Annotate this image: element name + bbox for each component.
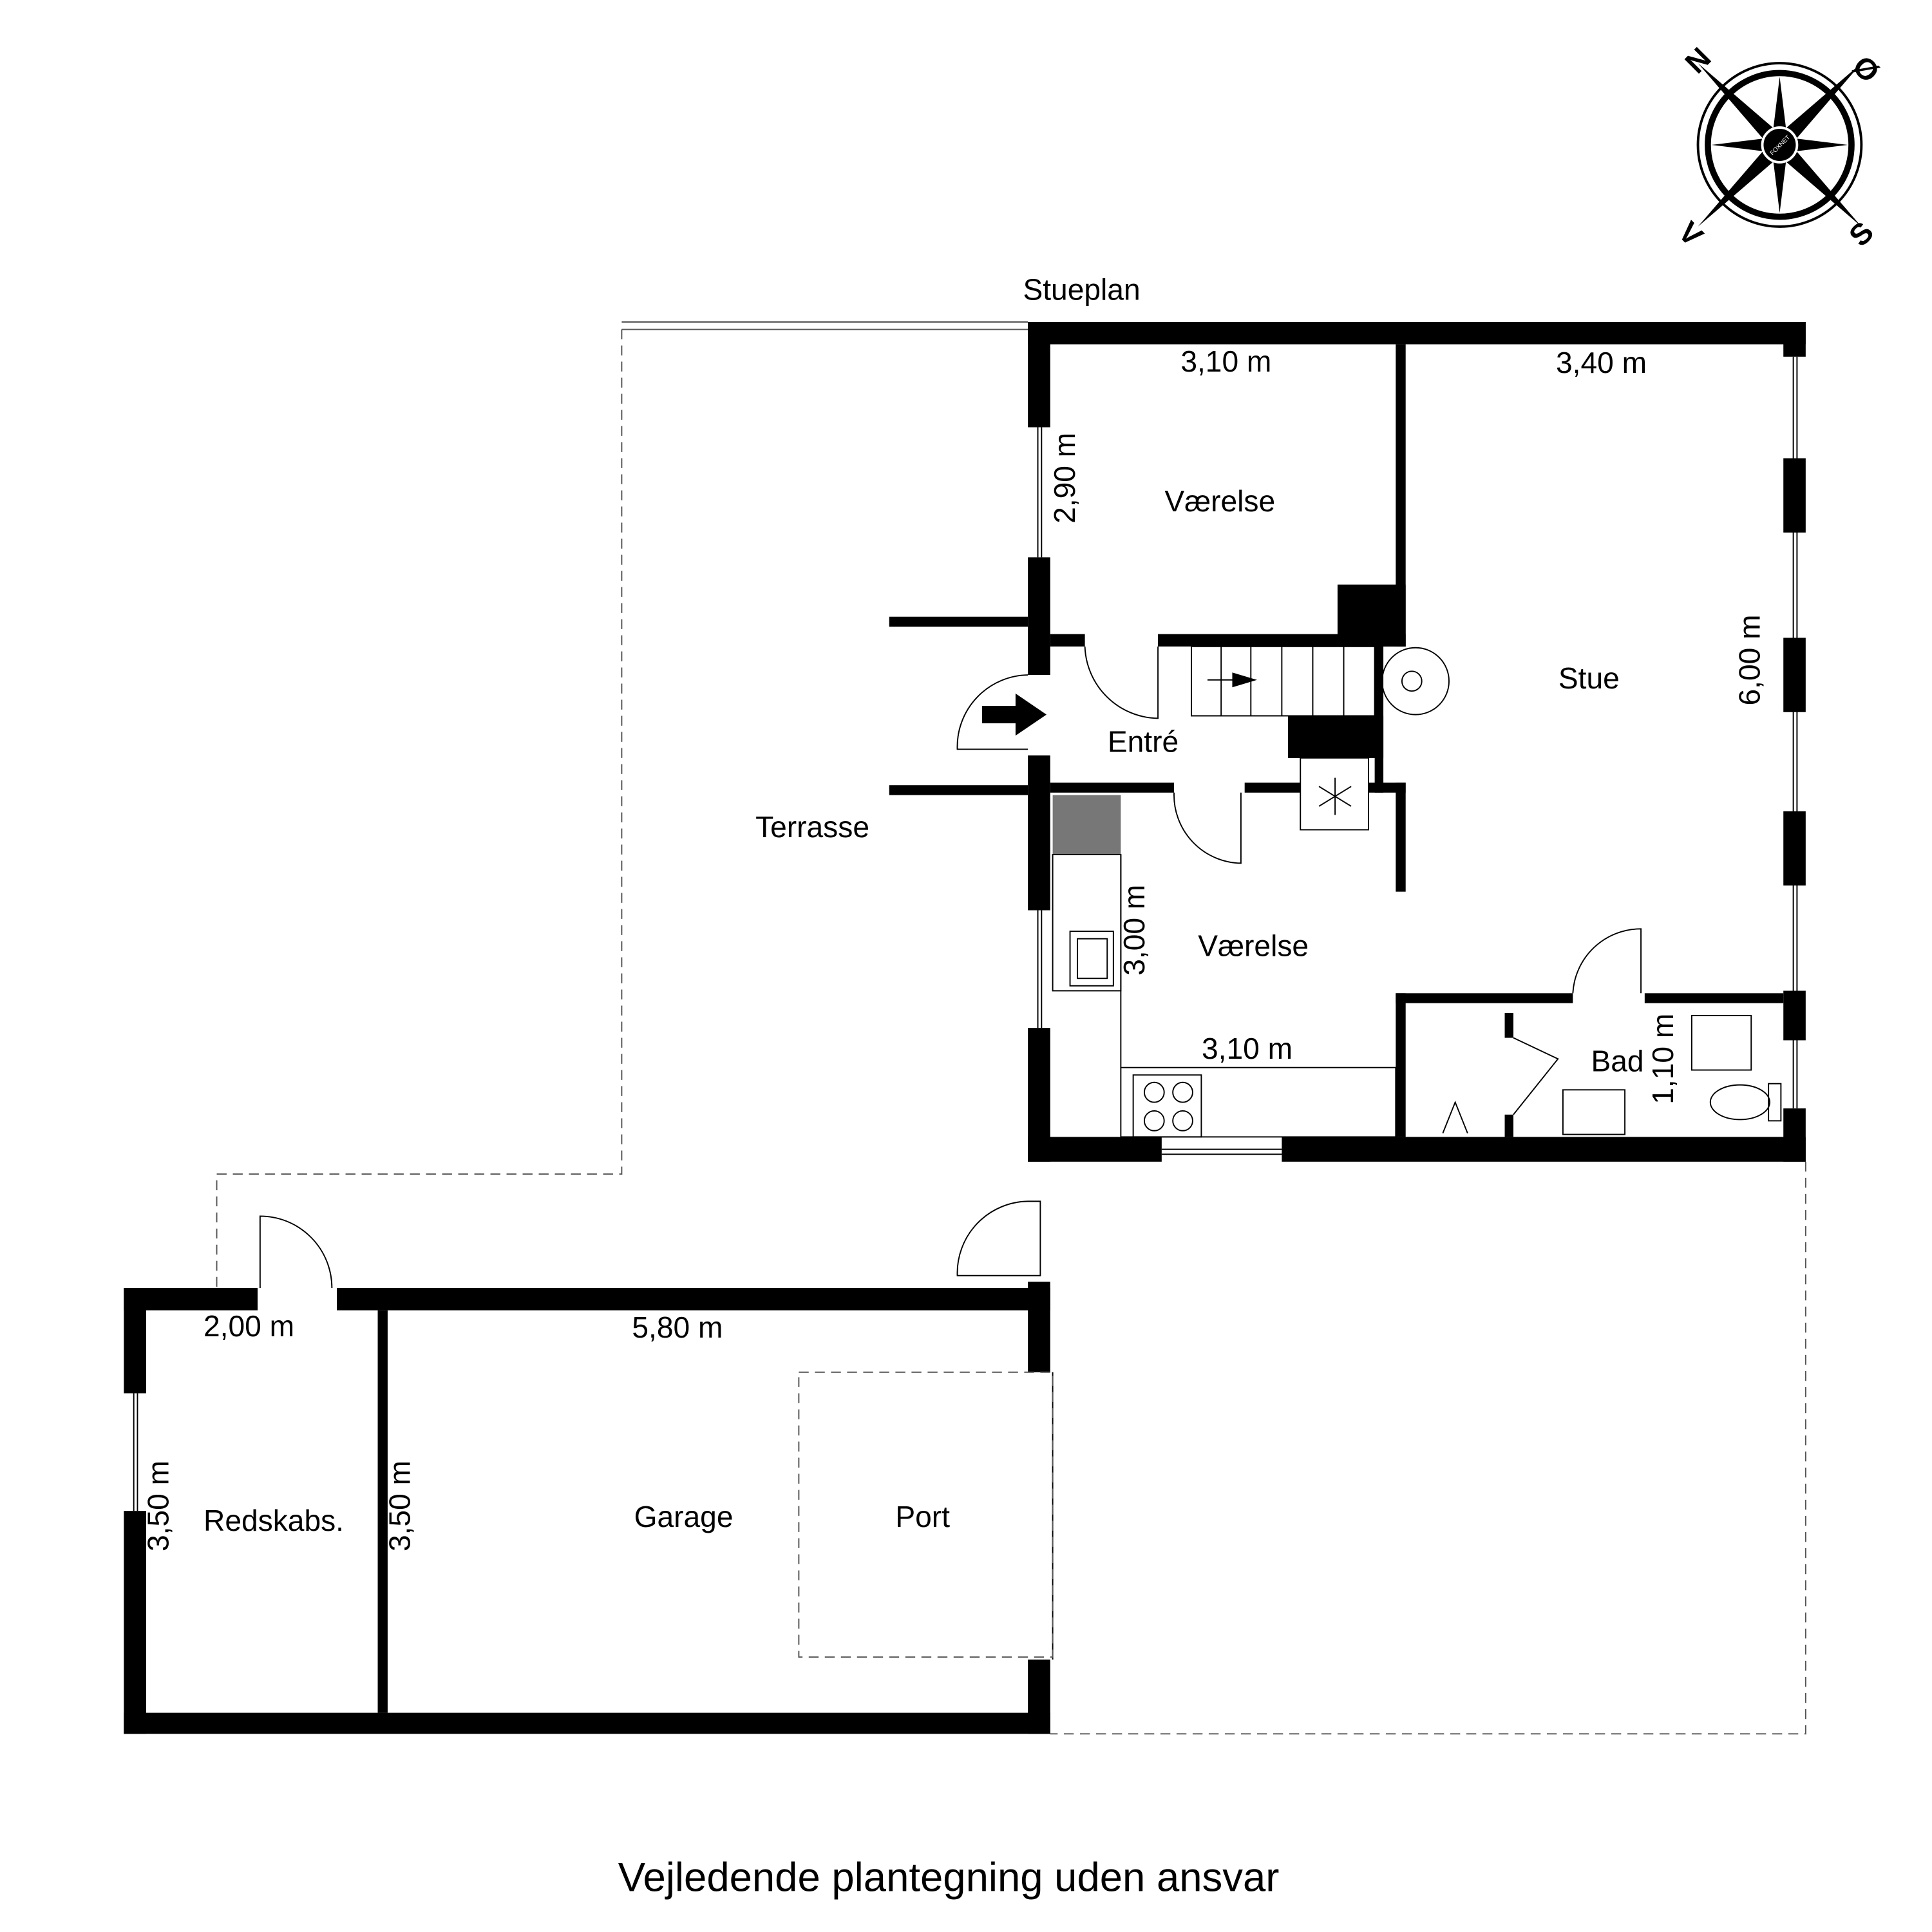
room-name: Entré bbox=[1108, 724, 1179, 758]
terrace-outline bbox=[216, 321, 1806, 1735]
room-name: Terrasse bbox=[755, 810, 869, 844]
room-width: 3,10 m bbox=[1180, 345, 1271, 378]
counter-bottom bbox=[1120, 1066, 1397, 1138]
floor-label: Stueplan bbox=[1023, 272, 1140, 306]
toilet-icon bbox=[1709, 1083, 1782, 1122]
windows bbox=[133, 356, 1798, 1511]
room-width: 3,40 m bbox=[1556, 346, 1647, 379]
room-width: 3,10 m bbox=[1202, 1032, 1293, 1065]
counter-gray bbox=[1052, 795, 1121, 855]
garage-port bbox=[798, 1371, 1054, 1658]
compass-north: N bbox=[1678, 41, 1717, 79]
entrance-arrow-icon bbox=[982, 693, 1046, 736]
staircase bbox=[1191, 645, 1376, 717]
counter bbox=[1052, 853, 1122, 992]
stove-icon bbox=[1381, 647, 1450, 715]
room-name: Værelse bbox=[1164, 484, 1275, 518]
room-width: 5,80 m bbox=[632, 1311, 723, 1344]
house-walls bbox=[889, 322, 1806, 1162]
room-name: Bad bbox=[1591, 1044, 1643, 1077]
doors bbox=[259, 646, 1642, 1289]
room-name: Værelse bbox=[1198, 929, 1309, 963]
stair-arrow-icon bbox=[1208, 672, 1257, 688]
compass-south: S bbox=[1842, 215, 1880, 253]
room-width: 2,00 m bbox=[204, 1309, 294, 1343]
sink-icon bbox=[1069, 931, 1114, 987]
cooktop-icon bbox=[1132, 1074, 1202, 1138]
room-name: Redskabs. bbox=[204, 1504, 344, 1537]
room-depth: 1,10 m bbox=[1646, 1014, 1680, 1104]
bathtub-icon bbox=[1690, 1014, 1752, 1071]
room-depth: 2,90 m bbox=[1048, 433, 1081, 524]
compass-rose-icon: FOXNET N Ø S V bbox=[1672, 41, 1886, 252]
room-depth: 6,00 m bbox=[1733, 614, 1766, 705]
room-depth: 3,50 m bbox=[383, 1461, 417, 1551]
disclaimer: Vejledende plantegning uden ansvar bbox=[618, 1855, 1280, 1900]
room-depth: 3,00 m bbox=[1117, 885, 1151, 976]
garage-walls bbox=[124, 1282, 1054, 1734]
room-name: Stue bbox=[1558, 661, 1620, 695]
washbasin-icon bbox=[1442, 1100, 1468, 1133]
room-name: Garage bbox=[634, 1500, 734, 1533]
compass-east: Ø bbox=[1846, 49, 1886, 89]
shower-icon bbox=[1562, 1089, 1626, 1135]
fridge-snowflake-icon bbox=[1300, 757, 1369, 831]
room-depth: 3,50 m bbox=[142, 1461, 175, 1551]
room-name: Port bbox=[895, 1500, 950, 1533]
